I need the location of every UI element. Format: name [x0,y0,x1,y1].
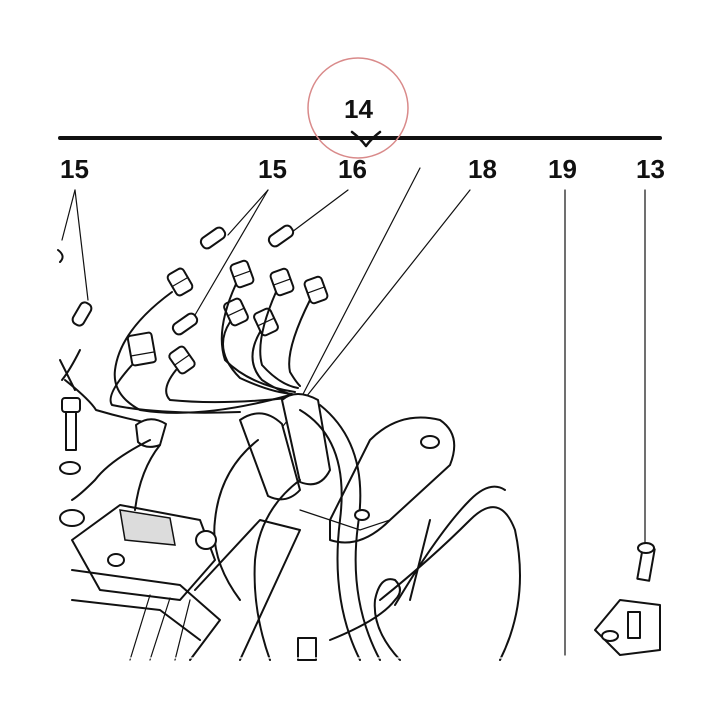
part-13-clip [594,542,661,656]
module-block [71,504,301,661]
callout-15-left: 15 [60,154,89,184]
bundle-sleeve [135,393,331,501]
callout-19: 19 [548,154,577,184]
connector-plugs [126,259,329,375]
callout-15-center: 15 [258,154,287,184]
highlight-circle [307,57,409,159]
harness-wires [61,283,311,426]
callout-13: 13 [636,154,665,184]
callout-18: 18 [468,154,497,184]
harness-trunk [71,404,521,661]
left-components [59,359,85,527]
mounting-bracket [299,416,456,544]
loose-terminals [57,224,295,336]
leader-lines [61,167,646,656]
callout-14: 14 [344,94,373,124]
header-rule [58,130,662,148]
callout-16: 16 [338,154,367,184]
wire-loop [297,578,401,661]
